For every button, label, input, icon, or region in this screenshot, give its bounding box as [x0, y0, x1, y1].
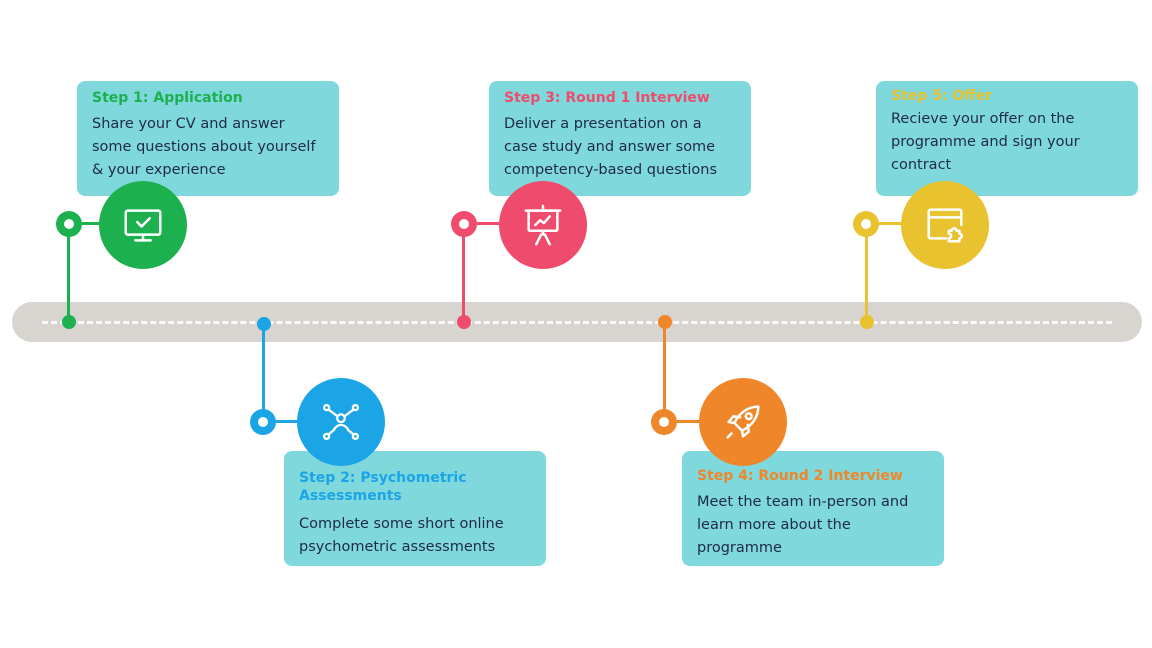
step-4-title: Step 4: Round 2 Interview [697, 468, 903, 484]
step-5-card: Step 5: Offer Recieve your offer on the … [876, 81, 1138, 196]
step-2-card: Step 2: Psychometric Assessments Complet… [284, 451, 546, 566]
step-2-description: Complete some short online psychometric … [299, 516, 504, 555]
timeline-road [12, 302, 1142, 342]
step-1-connector [82, 222, 112, 225]
step-1-card: Step 1: Application Share your CV and an… [77, 81, 339, 196]
step-4-description: Meet the team in-person and learn more a… [697, 494, 909, 556]
step-3-description: Deliver a presentation on a case study a… [504, 116, 717, 178]
rocket-icon [726, 405, 760, 439]
step-3-road-dot [457, 315, 471, 329]
step-2-marker-ring [250, 409, 276, 435]
step-1-description: Share your CV and answer some questions … [92, 116, 316, 178]
step-3-connector [477, 222, 509, 225]
step-5-road-dot [860, 315, 874, 329]
step-4-card: Step 4: Round 2 Interview Meet the team … [682, 451, 944, 566]
step-1-road-dot [62, 315, 76, 329]
step-2-stem [262, 323, 265, 419]
step-4-stem [663, 323, 666, 419]
browser-puzzle-icon [927, 208, 963, 243]
step-1-title: Step 1: Application [92, 90, 243, 106]
step-4-road-dot [658, 315, 672, 329]
step-2-connector [276, 420, 308, 423]
step-2-badge [297, 378, 385, 466]
presentation-board-icon [524, 204, 562, 246]
step-5-connector [879, 222, 911, 225]
step-4-marker-ring [651, 409, 677, 435]
step-3-marker-ring [451, 211, 477, 237]
step-2-title: Step 2: Psychometric Assessments [299, 470, 467, 504]
step-5-badge [901, 181, 989, 269]
step-5-title: Step 5: Offer [891, 88, 993, 104]
step-2-road-dot [257, 317, 271, 331]
step-1-marker-ring [56, 211, 82, 237]
step-4-connector [677, 420, 709, 423]
step-5-description: Recieve your offer on the programme and … [891, 111, 1080, 173]
step-1-badge [99, 181, 187, 269]
monitor-check-icon [124, 209, 162, 242]
step-3-badge [499, 181, 587, 269]
road-dashed-line [42, 321, 1112, 324]
step-1-stem [67, 224, 70, 322]
network-person-icon [322, 403, 360, 441]
step-5-marker-ring [853, 211, 879, 237]
step-5-stem [865, 224, 868, 322]
step-3-title: Step 3: Round 1 Interview [504, 90, 710, 106]
step-4-badge [699, 378, 787, 466]
step-3-stem [462, 224, 465, 322]
step-3-card: Step 3: Round 1 Interview Deliver a pres… [489, 81, 751, 196]
